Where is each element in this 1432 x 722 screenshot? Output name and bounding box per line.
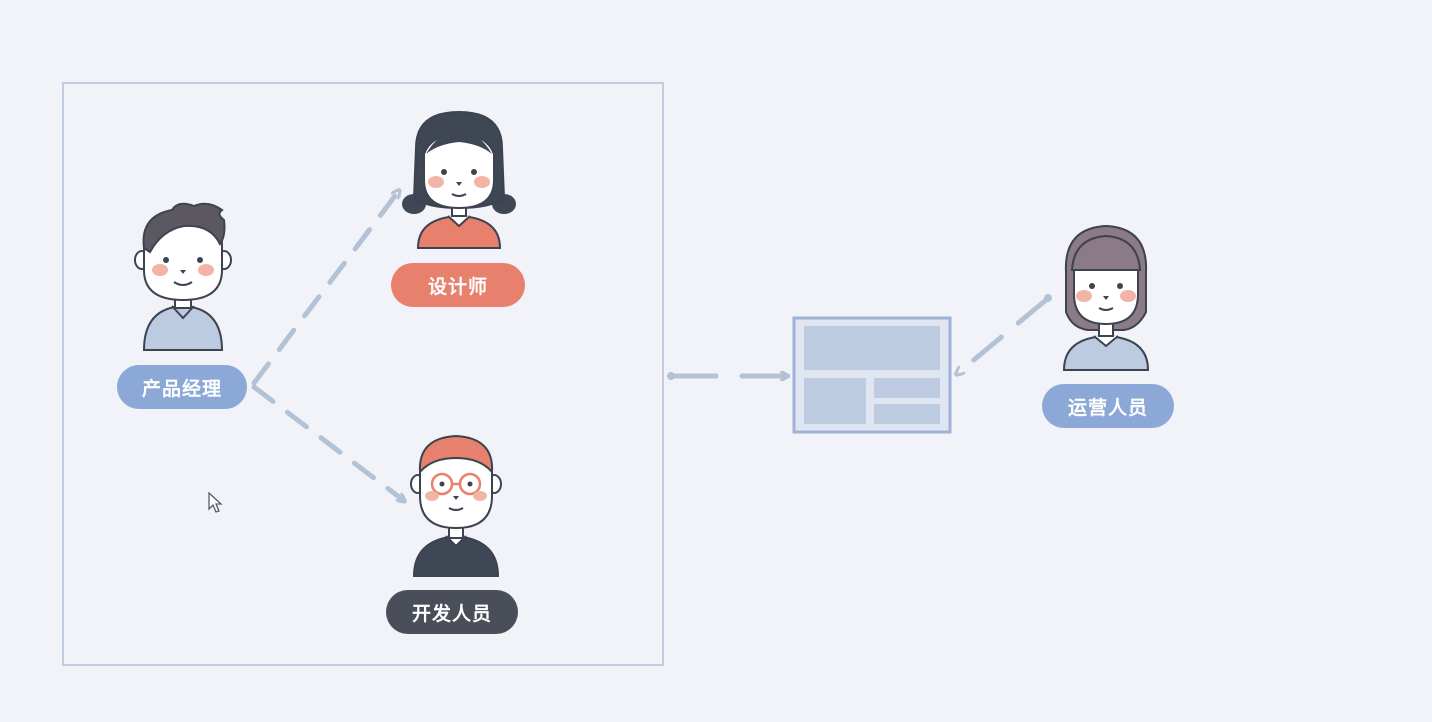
- role-badge-operations: 运营人员: [1042, 384, 1174, 428]
- role-badge-designer: 设计师: [391, 263, 525, 307]
- man-avatar-icon: [134, 202, 232, 351]
- mouse-cursor-icon: [208, 492, 223, 513]
- role-badge-developer: 开发人员: [386, 590, 518, 634]
- role-label-product-manager: 产品经理: [141, 377, 222, 400]
- woman-avatar-icon: [1062, 224, 1150, 371]
- connector-pm-to-designer: [251, 192, 398, 386]
- role-label-designer: 设计师: [427, 275, 488, 298]
- team-group-frame: [62, 82, 664, 666]
- role-label-operations: 运营人员: [1067, 396, 1148, 419]
- connector-ops-to-deliverable: [958, 297, 1049, 373]
- webpage-wireframe-icon: [792, 316, 952, 434]
- role-badge-product-manager: 产品经理: [117, 365, 247, 409]
- girl-avatar-icon: [402, 110, 516, 249]
- glasses-avatar-icon: [410, 434, 502, 577]
- connector-pm-to-developer: [251, 384, 403, 500]
- role-label-developer: 开发人员: [411, 602, 492, 625]
